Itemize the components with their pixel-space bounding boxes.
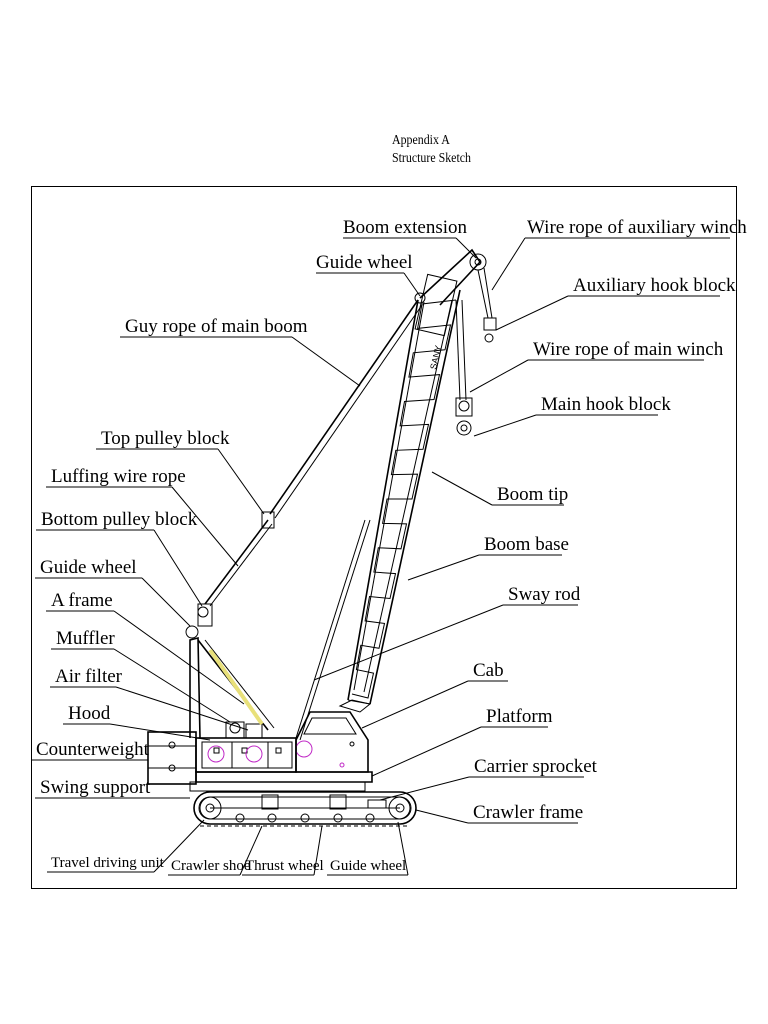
swing-support-ring — [189, 781, 366, 792]
guy-rope-drawing — [269, 299, 419, 515]
label-travel-driving-unit: Travel driving unit — [51, 855, 165, 871]
label-guide-wheel-top: Guide wheel — [316, 252, 413, 273]
luffing-rope-drawing — [204, 519, 269, 605]
label-crawler-shoe: Crawler shoe — [171, 858, 251, 874]
hoist-ropes — [455, 267, 497, 436]
label-boom-extension: Boom extension — [343, 217, 468, 238]
top-pulley-drawing — [261, 511, 275, 529]
main-hook-drawing — [455, 397, 473, 417]
label-auxiliary-hook-block: Auxiliary hook block — [573, 275, 736, 296]
idler-wheel — [388, 796, 412, 820]
cab-body — [295, 711, 369, 773]
air-filter-body — [245, 723, 263, 739]
label-wire-rope-main-winch: Wire rope of main winch — [533, 339, 724, 360]
label-carrier-sprocket: Carrier sprocket — [474, 756, 598, 777]
label-wire-rope-aux-winch: Wire rope of auxiliary winch — [527, 217, 747, 238]
label-swing-support: Swing support — [40, 777, 151, 798]
label-counterweight: Counterweight — [36, 739, 150, 760]
a-frame-assembly — [185, 299, 423, 739]
sketch-subtitle: Structure Sketch — [392, 151, 471, 166]
label-top-pulley-block: Top pulley block — [101, 428, 230, 449]
label-a-frame: A frame — [51, 590, 113, 611]
appendix-title: Appendix A — [392, 133, 450, 148]
svg-text:SANY: SANY — [428, 344, 443, 370]
label-crawler-frame: Crawler frame — [473, 802, 583, 823]
label-boom-tip: Boom tip — [497, 484, 568, 505]
label-main-hook-block: Main hook block — [541, 394, 671, 415]
diagram-frame — [31, 186, 737, 889]
aux-winch-rope-drawing — [477, 269, 489, 319]
label-cab: Cab — [473, 660, 504, 681]
counterweight-block — [147, 731, 197, 785]
label-platform: Platform — [486, 706, 553, 727]
crane-drawing: SANY — [147, 248, 497, 827]
sway-rod-drawing — [295, 519, 366, 739]
label-thrust-wheel: Thrust wheel — [245, 858, 324, 874]
label-guide-wheel-left: Guide wheel — [40, 557, 137, 578]
label-boom-base: Boom base — [484, 534, 569, 555]
aux-hook-drawing — [483, 317, 497, 331]
label-air-filter: Air filter — [55, 666, 123, 687]
label-sway-rod: Sway rod — [508, 584, 581, 605]
boom-extension-drawing — [419, 248, 482, 306]
guide-wheel-top-drawing — [414, 292, 426, 304]
label-guy-rope-main-boom: Guy rope of main boom — [125, 316, 308, 337]
label-muffler: Muffler — [56, 628, 115, 649]
main-winch-rope-drawing — [455, 299, 461, 401]
label-hood: Hood — [68, 703, 111, 724]
crawler-track — [193, 791, 417, 827]
platform-deck — [195, 771, 373, 783]
main-boom: SANY — [295, 248, 487, 741]
label-guide-wheel-bottom: Guide wheel — [330, 858, 406, 874]
labels: Boom extension Wire rope of auxiliary wi… — [31, 217, 747, 876]
guide-wheel-left-drawing — [185, 625, 199, 639]
travel-driving-wheel — [198, 796, 222, 820]
upper-structure — [147, 711, 373, 785]
label-luffing-wire-rope: Luffing wire rope — [51, 466, 186, 487]
muffler-body — [225, 721, 245, 739]
label-bottom-pulley-block: Bottom pulley block — [41, 509, 198, 530]
